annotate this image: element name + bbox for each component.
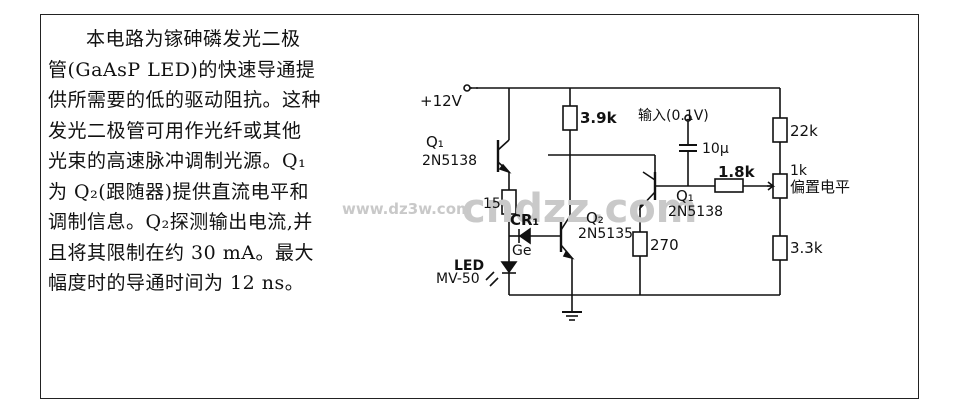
label-capacitor: 10µ [702, 141, 729, 157]
description-line: 发光二极管可用作光纤或其他 [48, 119, 302, 142]
label-cr1: CR₁ [510, 211, 539, 229]
description-line: 管(GaAsP LED)的快速导通提 [48, 58, 316, 81]
resistor-3k9 [562, 105, 578, 131]
watermark-small: www.dz3w.com [342, 200, 472, 218]
description-line: 调制信息。Q₂探测输出电流,并 [48, 211, 313, 233]
label-cr1-type: Ge [512, 243, 531, 259]
led-mv50 [485, 261, 518, 287]
label-q1-right-part: 2N5138 [668, 204, 723, 220]
watermark-large: cndzz.com [462, 186, 697, 232]
description-line: 本电路为镓砷磷发光二极 [86, 28, 301, 50]
label-r-270: 270 [650, 236, 679, 254]
label-q1-left-part: 2N5138 [422, 153, 477, 169]
description-line: 供所需要的低的驱动阻抗。这种 [48, 89, 322, 111]
label-pot-bias: 偏置电平 [790, 178, 850, 196]
label-r-3k9: 3.9k [580, 109, 618, 127]
description-text: 本电路为镓砷磷发光二极 管(GaAsP LED)的快速导通提 供所需要的低的驱动… [48, 24, 348, 299]
label-q1-left-ref: Q₁ [426, 133, 444, 151]
label-supply: +12V [420, 92, 463, 110]
description-line: 光束的高速脉冲调制光源。Q₁ [48, 150, 307, 172]
label-pot-value: 1k [790, 163, 808, 179]
label-led-part: MV-50 [436, 271, 480, 287]
resistor-22k [772, 117, 788, 143]
potentiometer-1k [772, 173, 788, 199]
label-q1-right-ref: Q₁ [676, 187, 694, 205]
description-line: 幅度时的导通时间为 12 ns。 [48, 272, 305, 294]
supply-rail [463, 84, 780, 92]
label-input: 输入(0.1V) [638, 108, 709, 124]
ground-symbol [562, 311, 582, 321]
label-r-3k3: 3.3k [790, 239, 823, 257]
transistor-q2 [559, 215, 575, 260]
label-r-1k8: 1.8k [718, 163, 756, 181]
label-r-15: 15 [483, 196, 501, 212]
label-q2-ref: Q₂ [586, 209, 604, 227]
label-q2-part: 2N5135 [578, 226, 633, 242]
resistor-270 [632, 231, 648, 257]
description-line: 且将其限制在约 30 mA。最大 [48, 241, 314, 264]
capacitor-10u [679, 144, 697, 152]
label-r-22k: 22k [790, 122, 818, 140]
description-line: 为 Q₂(跟随器)提供直流电平和 [48, 180, 310, 203]
transistor-q1-left [496, 139, 512, 174]
resistor-3k3 [772, 235, 788, 261]
label-led: LED [454, 258, 484, 274]
diagram-frame [40, 14, 919, 399]
